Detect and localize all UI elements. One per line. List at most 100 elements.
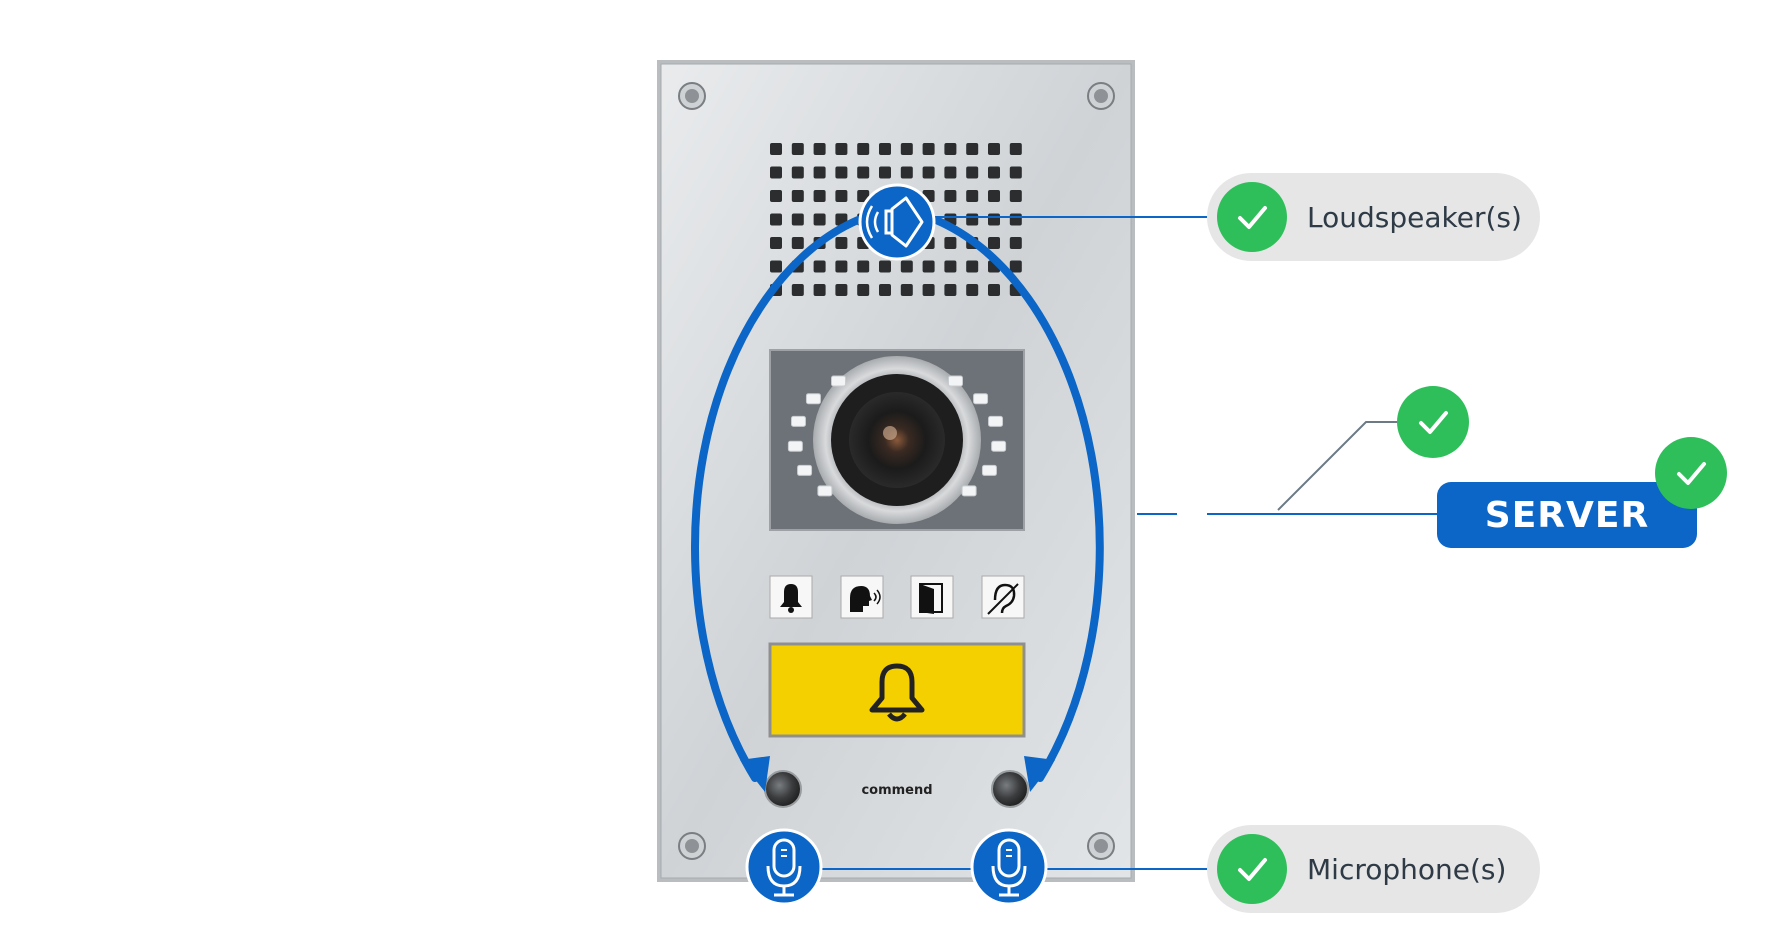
ir-led [830, 375, 846, 387]
grille-hole [857, 166, 870, 179]
microphone-port-left [764, 770, 802, 808]
function-button-bell[interactable] [769, 575, 813, 619]
grille-hole [966, 143, 979, 155]
audio-loop-arrows [691, 216, 1104, 792]
function-button-speak[interactable] [840, 575, 884, 619]
loudspeaker-badge [858, 183, 936, 261]
bell-icon [869, 663, 925, 722]
grille-hole [944, 143, 957, 155]
grille-hole [813, 284, 826, 296]
grille-hole [988, 166, 1000, 179]
grille-hole [1009, 213, 1022, 226]
check-icon [1655, 437, 1727, 509]
loudspeaker-icon [865, 196, 924, 248]
screw [1087, 832, 1115, 860]
grille-hole [1009, 237, 1022, 249]
grille-hole [922, 143, 935, 155]
grille-hole [944, 237, 957, 249]
grille-hole [813, 166, 826, 179]
grille-hole [835, 166, 848, 179]
ir-led [981, 464, 997, 476]
microphone-status-pill: Microphone(s) [1207, 825, 1540, 913]
grille-hole [791, 237, 804, 249]
check-icon [1217, 834, 1287, 904]
grille-hole [770, 143, 782, 155]
grille-hole [944, 190, 957, 202]
ir-led [988, 415, 1004, 427]
grille-hole [770, 190, 782, 202]
loudspeaker-label: Loudspeaker(s) [1307, 200, 1522, 234]
microphone-icon [766, 838, 802, 897]
ir-led [797, 464, 813, 476]
grille-hole [835, 260, 848, 273]
grille-hole [791, 166, 804, 179]
grille-hole [966, 166, 979, 179]
hearing-loop-icon [987, 583, 1019, 615]
grille-hole [791, 213, 804, 226]
grille-hole [770, 260, 782, 273]
grille-hole [770, 166, 782, 179]
ir-led [991, 440, 1007, 452]
grille-hole [988, 190, 1000, 202]
screw [678, 82, 706, 110]
function-button-door[interactable] [910, 575, 954, 619]
grille-hole [922, 284, 935, 296]
ir-led [948, 375, 964, 387]
ir-led [805, 393, 821, 405]
grille-hole [988, 213, 1000, 226]
grille-hole [944, 166, 957, 179]
microphone-badge-right [970, 828, 1048, 906]
grille-hole [900, 284, 913, 296]
microphone-label: Microphone(s) [1307, 852, 1507, 886]
grille-hole [988, 143, 1000, 155]
grille-hole [900, 260, 913, 273]
grille-hole [922, 260, 935, 273]
speaking-head-icon [850, 586, 881, 612]
loudspeaker-status-pill: Loudspeaker(s) [1207, 173, 1540, 261]
grille-hole [988, 237, 1000, 249]
grille-hole [944, 284, 957, 296]
ir-led [817, 485, 833, 497]
grille-hole [791, 143, 804, 155]
grille-hole [922, 166, 935, 179]
grille-hole [770, 237, 782, 249]
grille-hole [1009, 143, 1022, 155]
ir-led-ring [787, 375, 1007, 497]
server-box: SERVER [1437, 482, 1697, 548]
screw [678, 832, 706, 860]
grille-hole [900, 143, 913, 155]
grille-hole [988, 284, 1000, 296]
ir-led [787, 440, 803, 452]
grille-hole [813, 260, 826, 273]
ir-led [961, 485, 977, 497]
check-icon [1397, 386, 1469, 458]
grille-hole [966, 284, 979, 296]
grille-hole [1009, 190, 1022, 202]
call-button[interactable] [768, 642, 1026, 738]
camera-module [769, 349, 1025, 531]
screw [1087, 82, 1115, 110]
grille-hole [857, 284, 870, 296]
grille-hole [879, 260, 891, 273]
ir-led [973, 393, 989, 405]
door-icon [919, 583, 943, 614]
grille-hole [966, 190, 979, 202]
ir-led [790, 415, 806, 427]
grille-hole [791, 284, 804, 296]
grille-hole [835, 284, 848, 296]
function-button-hearing-loop[interactable] [981, 575, 1025, 619]
grille-hole [966, 260, 979, 273]
brand-logo-text: commend [861, 783, 933, 798]
grille-hole [835, 190, 848, 202]
grille-hole [879, 166, 891, 179]
grille-hole [900, 166, 913, 179]
grille-hole [1009, 166, 1022, 179]
grille-hole [1009, 260, 1022, 273]
grille-hole [835, 237, 848, 249]
grille-hole [813, 143, 826, 155]
grille-hole [879, 143, 891, 155]
grille-hole [835, 143, 848, 155]
grille-hole [857, 143, 870, 155]
grille-hole [791, 190, 804, 202]
